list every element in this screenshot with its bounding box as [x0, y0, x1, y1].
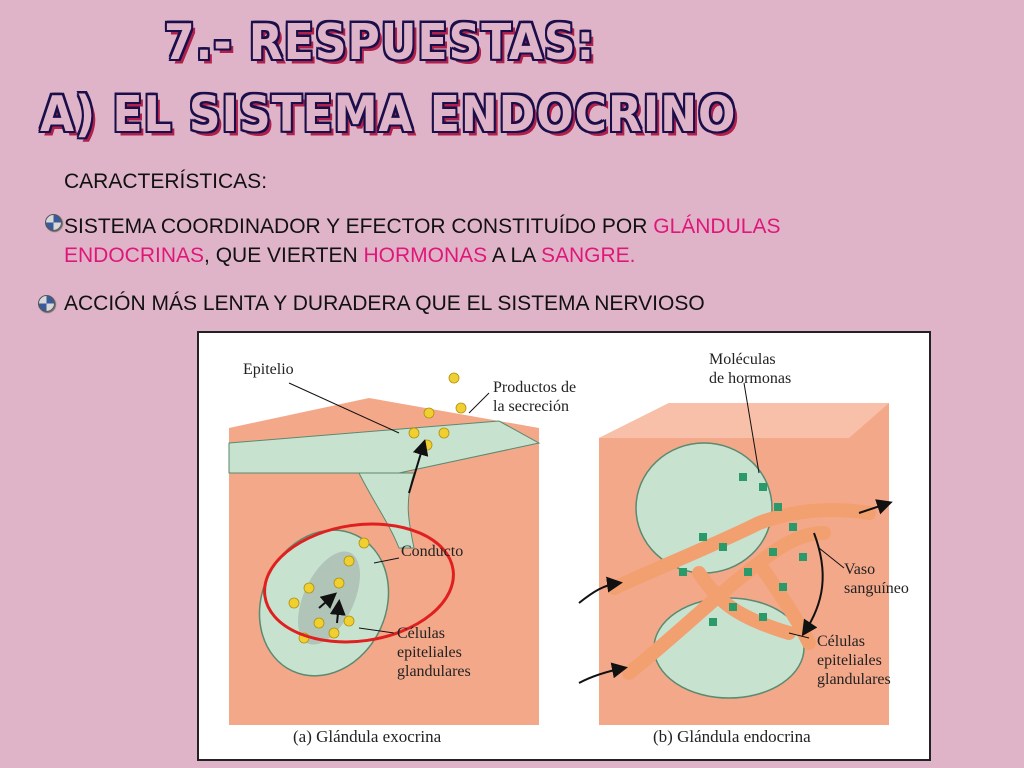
label-moleculas-1: Moléculas — [709, 351, 776, 368]
section-heading: CARACTERÍSTICAS: — [64, 170, 268, 193]
label-productos-2: la secreción — [493, 398, 569, 415]
caption-exocrine: (a) Glándula exocrina — [293, 727, 442, 746]
label-conducto: Conducto — [401, 543, 464, 560]
label-celulas-b-3: glandulares — [817, 671, 891, 688]
highlight-endocrinas: ENDOCRINAS — [64, 244, 205, 267]
caption-endocrine: (b) Glándula endocrina — [653, 727, 811, 746]
label-epitelio: Epitelio — [243, 361, 294, 378]
highlight-glandulas: GLÁNDULAS — [653, 215, 781, 238]
bullet-1-line-1: SISTEMA COORDINADOR Y EFECTOR CONSTITUÍD… — [64, 215, 781, 238]
slide-title-line-2: A) EL SISTEMA ENDOCRINO — [40, 86, 737, 144]
highlight-hormonas: HORMONAS — [363, 244, 488, 267]
bullet-2-text: ACCIÓN MÁS LENTA Y DURADERA QUE EL SISTE… — [64, 292, 705, 315]
bullet-1-line-2: ENDOCRINAS, QUE VIERTEN HORMONAS A LA SA… — [64, 244, 636, 267]
gland-diagram-figure: Epitelio Productos de la secreción Condu… — [197, 331, 931, 761]
label-celulas-b-2: epiteliales — [817, 652, 882, 669]
label-vaso-1: Vaso — [844, 561, 876, 578]
label-productos-1: Productos de — [493, 379, 577, 396]
label-celulas-a-1: Células — [397, 625, 445, 642]
label-vaso-2: sanguíneo — [844, 580, 909, 597]
label-celulas-b-1: Células — [817, 633, 865, 650]
bullet-icon — [38, 295, 55, 312]
gland-illustration — [228, 372, 893, 725]
slide-title-line-1: 7.- RESPUESTAS: — [164, 14, 596, 72]
label-moleculas-2: de hormonas — [709, 370, 792, 387]
label-celulas-a-2: epiteliales — [397, 644, 462, 661]
bullet-icon — [45, 214, 62, 231]
label-celulas-a-3: glandulares — [397, 663, 471, 680]
highlight-sangre: SANGRE. — [540, 244, 636, 267]
